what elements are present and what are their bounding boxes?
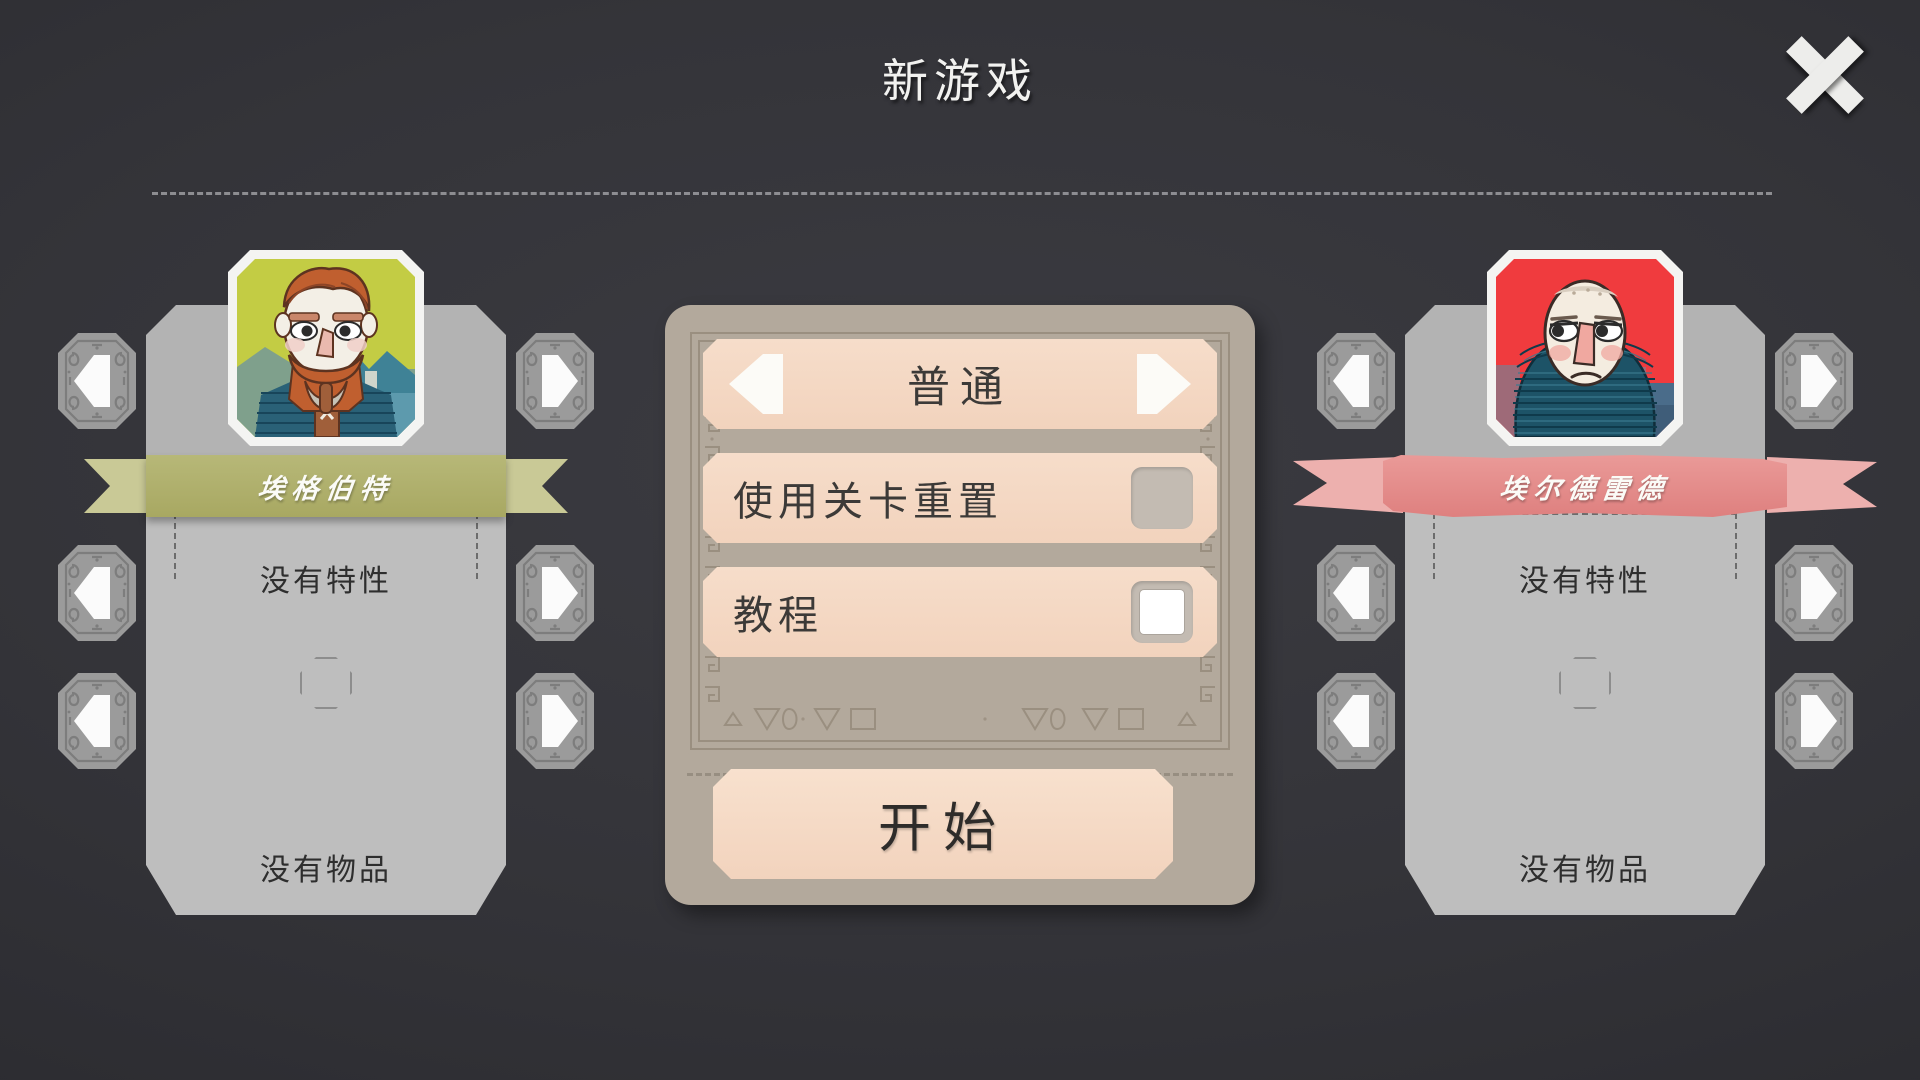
items-slot-right[interactable]: 没有物品 <box>1433 845 1737 889</box>
difficulty-next-button[interactable] <box>1137 354 1191 414</box>
items-empty-label-right: 没有物品 <box>1433 845 1737 889</box>
item-prev-button-left[interactable] <box>58 673 136 769</box>
traits-slot-left[interactable]: 没有特性 <box>174 513 478 600</box>
equipment-slot-right[interactable] <box>1559 657 1611 709</box>
character-prev-button-left[interactable] <box>58 333 136 429</box>
tutorial-label: 教程 <box>733 594 823 638</box>
item-next-button-right[interactable] <box>1775 673 1853 769</box>
portrait-egbert <box>237 259 415 437</box>
trait-next-button-left[interactable] <box>516 545 594 641</box>
tutorial-option-row[interactable]: 教程 <box>703 567 1217 657</box>
new-game-settings-panel: 普通 使用关卡重置 教程 开始 <box>665 305 1255 905</box>
difficulty-selector[interactable]: 普通 <box>703 339 1217 429</box>
portrait-frame-left <box>228 250 424 446</box>
equipment-slot-left[interactable] <box>300 657 352 709</box>
start-button[interactable]: 开始 <box>713 769 1173 879</box>
trait-prev-button-left[interactable] <box>58 545 136 641</box>
card-body-right <box>1405 305 1765 915</box>
level-reset-option-row[interactable]: 使用关卡重置 <box>703 453 1217 543</box>
portrait-eldred <box>1496 259 1674 437</box>
portrait-frame-right <box>1487 250 1683 446</box>
difficulty-value: 普通 <box>907 364 1013 412</box>
traits-empty-label-right: 没有特性 <box>1435 556 1735 600</box>
trait-prev-button-right[interactable] <box>1317 545 1395 641</box>
character-name-banner-left: 埃格伯特 <box>84 455 568 517</box>
traits-slot-right[interactable]: 没有特性 <box>1433 513 1737 600</box>
trait-next-button-right[interactable] <box>1775 545 1853 641</box>
character-name-banner-right: 埃尔德雷德 <box>1293 455 1877 517</box>
character-next-button-right[interactable] <box>1775 333 1853 429</box>
banner-body <box>1383 455 1787 517</box>
items-slot-left[interactable]: 没有物品 <box>174 845 478 889</box>
traits-empty-label-left: 没有特性 <box>176 556 476 600</box>
checkbox-fill <box>1140 590 1184 634</box>
page-title: 新游戏 <box>882 55 1038 107</box>
items-empty-label-left: 没有物品 <box>174 845 478 889</box>
level-reset-checkbox[interactable] <box>1131 467 1193 529</box>
character-name-left: 埃格伯特 <box>255 473 396 504</box>
character-card-right: 埃尔德雷德 没有特性 没有物品 <box>1293 250 1877 915</box>
close-x-icon[interactable] <box>1782 32 1868 118</box>
header-divider <box>152 192 1772 195</box>
tutorial-checkbox[interactable] <box>1131 581 1193 643</box>
character-prev-button-right[interactable] <box>1317 333 1395 429</box>
character-name-right: 埃尔德雷德 <box>1497 473 1672 504</box>
character-next-button-left[interactable] <box>516 333 594 429</box>
item-prev-button-right[interactable] <box>1317 673 1395 769</box>
character-card-left: 埃格伯特 没有特性 没有物品 <box>58 250 594 915</box>
banner-body <box>146 455 506 517</box>
item-next-button-left[interactable] <box>516 673 594 769</box>
level-reset-label: 使用关卡重置 <box>733 480 1003 524</box>
difficulty-prev-button[interactable] <box>729 354 783 414</box>
